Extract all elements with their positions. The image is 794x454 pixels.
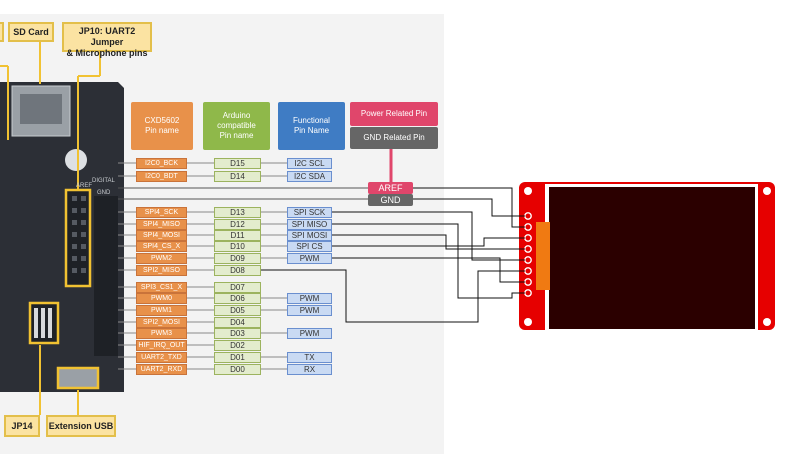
lcd-pin [524, 234, 532, 242]
cxd-pin: PWM1 [136, 305, 187, 316]
cxd-pin: UART2_RXD [136, 364, 187, 375]
function-pin: PWM [287, 328, 332, 339]
cxd-pin: PWM3 [136, 328, 187, 339]
cxd-pin: HIF_IRQ_OUT [136, 340, 187, 351]
callout-jp14: JP14 [4, 415, 40, 437]
callout-sd-card: SD Card [8, 22, 54, 42]
cxd-pin: SPI4_MOSI [136, 230, 187, 241]
wire-d08 [261, 269, 525, 323]
function-pin: PWM [287, 293, 332, 304]
side-header [94, 196, 118, 356]
header-arduino-line3: Pin name [219, 131, 254, 140]
arduino-pin: D11 [214, 230, 261, 241]
arduino-pin: D09 [214, 253, 261, 264]
arduino-pin: D05 [214, 305, 261, 316]
callout-left-edge [0, 22, 4, 42]
arduino-pin: D00 [214, 364, 261, 375]
cxd-pin: PWM0 [136, 293, 187, 304]
callout-jp10-line1: JP10: UART2 Jumper [78, 26, 136, 47]
function-pin: SPI MOSI [287, 230, 332, 241]
lcd-pin [524, 289, 532, 297]
lcd-pin [524, 267, 532, 275]
function-pin: SPI SCK [287, 207, 332, 218]
wire-aref [413, 187, 525, 228]
callout-jp10: JP10: UART2 Jumper & Microphone pins [62, 22, 152, 58]
lcd-pin [524, 212, 532, 220]
arduino-pin: D13 [214, 207, 261, 218]
cxd-pin: I2C0_BCK [136, 158, 187, 169]
cxd-pin: UART2_TXD [136, 352, 187, 363]
arduino-pin: D14 [214, 171, 261, 182]
wire-d09 [332, 257, 525, 283]
cxd-pin: PWM2 [136, 253, 187, 264]
jp10-header [64, 188, 92, 288]
wire-d10 [332, 237, 525, 247]
arduino-pin: D07 [214, 282, 261, 293]
arduino-pin: D06 [214, 293, 261, 304]
lcd-pin [524, 256, 532, 264]
legend-gnd: GND Related Pin [350, 127, 438, 149]
arduino-pin: D08 [214, 265, 261, 276]
legend-power: Power Related Pin [350, 102, 438, 126]
silk-digital: DIGITAL [92, 178, 115, 184]
callout-extension-usb: Extension USB [46, 415, 116, 437]
cxd-pin: SPI3_CS1_X [136, 282, 187, 293]
power-pin-aref: AREF [368, 182, 413, 194]
function-pin: PWM [287, 305, 332, 316]
callout-jp10-line2: & Microphone pins [66, 48, 148, 58]
function-pin: SPI MISO [287, 219, 332, 230]
cxd-pin: I2C0_BDT [136, 171, 187, 182]
wire-d11 [332, 234, 525, 250]
function-pin: I2C SCL [287, 158, 332, 169]
header-arduino-line2: compatible [217, 121, 256, 130]
cxd-pin: SPI2_MISO [136, 265, 187, 276]
header-functional: Functional Pin Name [278, 102, 345, 150]
arduino-pin: D03 [214, 328, 261, 339]
arduino-pin: D04 [214, 317, 261, 328]
silk-gnd: GND [97, 190, 111, 196]
function-pin: RX [287, 364, 332, 375]
header-arduino: Arduino compatible Pin name [203, 102, 270, 150]
function-pin: TX [287, 352, 332, 363]
function-pin: SPI CS [287, 241, 332, 252]
header-cxd5602: CXD5602 Pin name [131, 102, 193, 150]
arduino-pin: D15 [214, 158, 261, 169]
arduino-pin: D10 [214, 241, 261, 252]
wire-d13 [332, 211, 525, 261]
wire-gnd [413, 198, 525, 217]
cxd-pin: SPI4_MISO [136, 219, 187, 230]
arduino-pin: D01 [214, 352, 261, 363]
power-pin-gnd: GND [368, 194, 413, 206]
cxd-pin: SPI4_SCK [136, 207, 187, 218]
function-pin: I2C SDA [287, 171, 332, 182]
header-functional-line1: Functional [293, 116, 330, 125]
header-cxd-line1: CXD5602 [144, 116, 180, 125]
lcd-flex-connector [536, 222, 550, 290]
arduino-pin: D12 [214, 219, 261, 230]
wire-d12 [332, 223, 525, 299]
silk-aref: AREF [76, 183, 93, 189]
function-pin: PWM [287, 253, 332, 264]
usb-connector [56, 366, 100, 390]
cxd-pin: SPI4_CS_X [136, 241, 187, 252]
header-functional-line2: Pin Name [293, 126, 330, 135]
cxd-pin: SPI2_MOSI [136, 317, 187, 328]
lcd-pin [524, 278, 532, 286]
lcd-pin [524, 223, 532, 231]
arduino-pin: D02 [214, 340, 261, 351]
lcd-pin [524, 245, 532, 253]
mounting-hole [65, 149, 87, 171]
header-cxd-line2: Pin name [145, 126, 179, 135]
header-arduino-line1: Arduino [222, 111, 251, 120]
